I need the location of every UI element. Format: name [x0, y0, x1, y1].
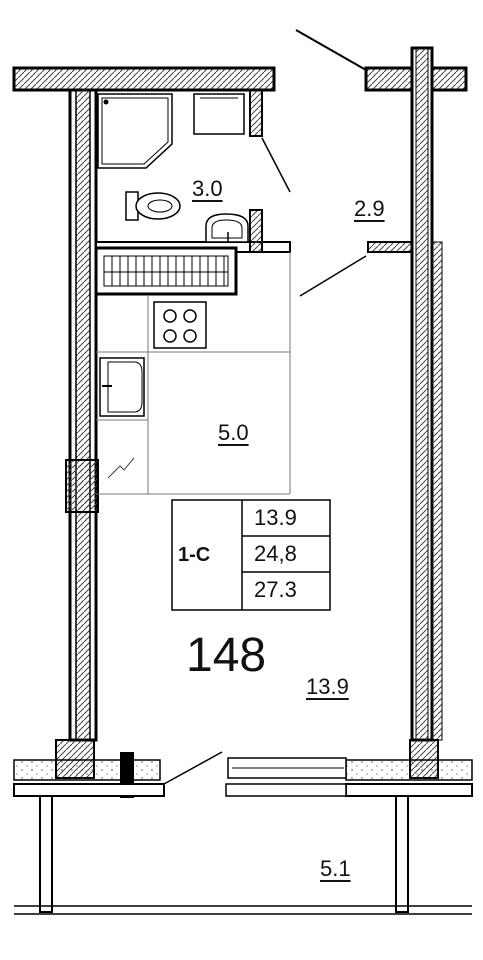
apartment-number: 148: [186, 629, 267, 682]
washing-machine: [193, 93, 245, 135]
shower: [97, 93, 173, 169]
kitchen-sink: [99, 357, 145, 417]
living-area-value: 13.9: [254, 505, 297, 530]
balcony-door: [163, 751, 347, 797]
kitchen-area-label: 5.0: [218, 420, 249, 445]
bathroom-sink: [205, 213, 249, 243]
balcony-walls: [14, 795, 472, 915]
total-area-value: 24,8: [254, 541, 297, 566]
balcony-area-label: 5.1: [320, 856, 351, 881]
apartment-type: 1-С: [178, 544, 211, 566]
right-wall: [410, 46, 443, 742]
living-area-label: 13.9: [306, 674, 349, 699]
stove: [153, 301, 207, 349]
left-wall: [65, 88, 99, 742]
kitchen-outline: [96, 252, 291, 495]
toilet: [125, 191, 181, 221]
ventilation-block: [94, 246, 238, 296]
hall-door: [299, 241, 413, 297]
bottom-wall: [13, 739, 473, 798]
top-wall: [12, 66, 276, 92]
area-table: [171, 499, 331, 611]
total-with-balcony-value: 27.3: [254, 577, 297, 602]
bathroom-area-label: 3.0: [192, 176, 223, 201]
hall-area-label: 2.9: [354, 196, 385, 221]
entrance-door: [295, 29, 367, 71]
fridge: [107, 457, 135, 479]
